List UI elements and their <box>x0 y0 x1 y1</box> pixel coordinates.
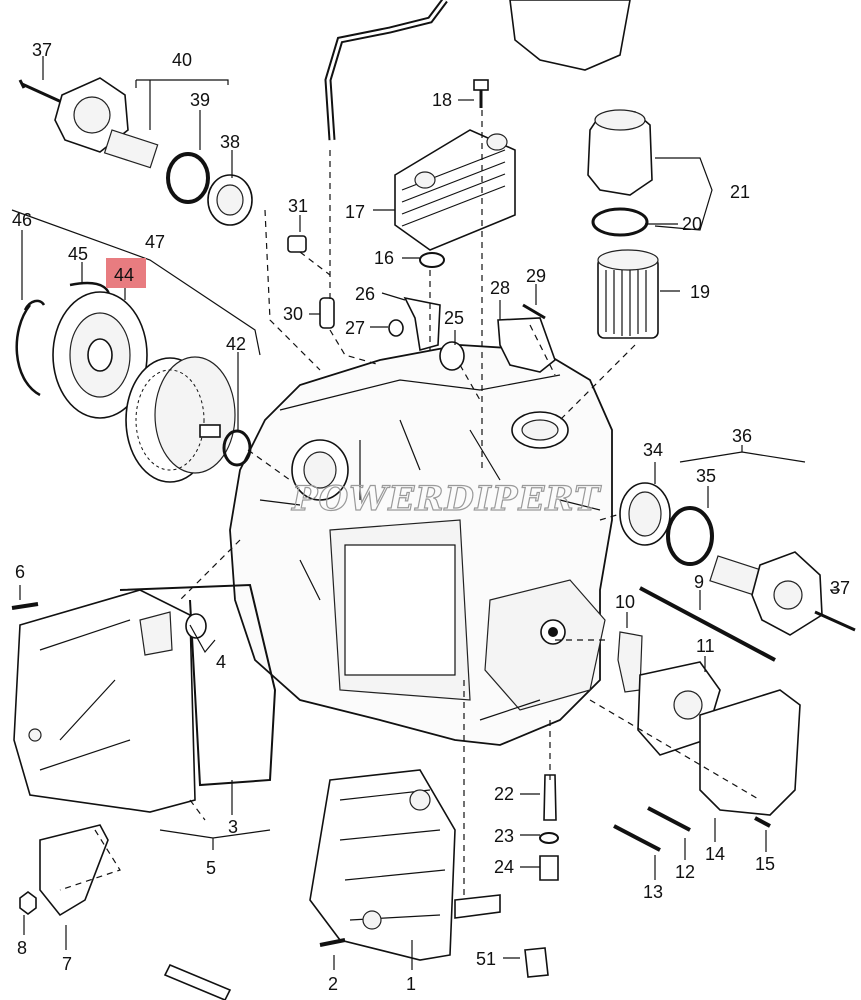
label-29: 29 <box>526 266 546 286</box>
label-5: 5 <box>206 858 216 878</box>
label-39: 39 <box>190 90 210 110</box>
highlight-box-44 <box>106 258 146 288</box>
label-12: 12 <box>675 862 695 882</box>
seal-42 <box>222 429 252 467</box>
label-36: 36 <box>732 426 752 446</box>
label-23: 23 <box>494 826 514 846</box>
fluid-reservoir <box>509 0 631 71</box>
label-4: 4 <box>216 652 226 672</box>
label-2: 2 <box>328 974 338 994</box>
plug-31 <box>287 235 307 253</box>
label-31: 31 <box>288 196 308 216</box>
leader-lines <box>11 56 840 970</box>
drive-flange-40 <box>54 77 159 169</box>
o-ring-39 <box>166 152 210 204</box>
label-7: 7 <box>62 954 72 974</box>
washer-27 <box>388 319 404 337</box>
bracket-28 <box>497 317 556 373</box>
oil-filter-19 <box>597 249 659 339</box>
label-37-top: 37 <box>32 40 52 60</box>
label-51: 51 <box>476 949 496 969</box>
dipstick-22 <box>543 774 557 821</box>
label-46: 46 <box>12 210 32 230</box>
label-19: 19 <box>690 282 710 302</box>
seal-25 <box>439 341 465 371</box>
label-35: 35 <box>696 466 716 486</box>
gasket-10 <box>617 631 643 693</box>
label-20: 20 <box>682 214 702 234</box>
valve-body-1 <box>309 769 501 961</box>
bolt-6 <box>11 602 39 610</box>
label-17: 17 <box>345 202 365 222</box>
label-1: 1 <box>406 974 416 994</box>
oil-pan <box>13 589 196 813</box>
tube-bottom <box>163 963 232 1000</box>
bolt-12 <box>647 806 691 832</box>
bracket-7 <box>39 824 109 917</box>
label-21: 21 <box>730 182 750 202</box>
label-27: 27 <box>345 318 365 338</box>
label-15: 15 <box>755 854 775 874</box>
oil-cooler-17 <box>394 129 516 251</box>
label-25: 25 <box>444 308 464 328</box>
clutch-pack-47 <box>125 356 236 483</box>
label-47: 47 <box>145 232 165 252</box>
label-44: 44 <box>114 265 134 285</box>
seal-4 <box>185 613 207 639</box>
lever-26 <box>403 296 441 352</box>
label-11: 11 <box>696 636 715 656</box>
label-6: 6 <box>15 562 25 582</box>
clip-51 <box>524 947 549 978</box>
label-45: 45 <box>68 244 88 264</box>
rod-9 <box>639 586 776 662</box>
seal-34 <box>619 482 671 546</box>
label-40: 40 <box>172 50 192 70</box>
filter-housing-21 <box>587 109 653 196</box>
label-16: 16 <box>374 248 394 268</box>
bolt-15 <box>754 816 771 828</box>
label-22: 22 <box>494 784 514 804</box>
bolt-37-right <box>814 610 856 632</box>
pan-gasket-3 <box>119 583 277 787</box>
cover-14 <box>699 689 801 816</box>
bolt-29 <box>522 303 546 320</box>
o-ring-23 <box>539 832 559 844</box>
label-3: 3 <box>228 817 238 837</box>
clutch-disc-44 <box>52 291 148 419</box>
o-ring-35 <box>666 506 714 566</box>
label-42: 42 <box>226 334 246 354</box>
seal-38 <box>207 174 253 226</box>
label-9: 9 <box>694 572 704 592</box>
bolt-18 <box>473 79 489 108</box>
circlip-46 <box>15 299 46 397</box>
label-10: 10 <box>615 592 635 612</box>
part-labels: 37 40 39 38 31 46 45 47 44 42 18 17 16 2… <box>12 40 850 994</box>
label-13: 13 <box>643 882 663 902</box>
label-18: 18 <box>432 90 452 110</box>
label-37-right: 37 <box>830 578 850 598</box>
seal-16 <box>419 252 445 268</box>
drive-flange-36 <box>709 551 823 636</box>
label-28: 28 <box>490 278 510 298</box>
o-ring-20 <box>591 207 649 237</box>
label-26: 26 <box>355 284 375 304</box>
label-24: 24 <box>494 857 514 877</box>
label-34: 34 <box>643 440 663 460</box>
label-8: 8 <box>17 938 27 958</box>
bolt-37-top <box>18 79 67 106</box>
bolt-2 <box>319 938 346 947</box>
transmission-case <box>229 344 613 746</box>
label-14: 14 <box>705 844 725 864</box>
label-30: 30 <box>283 304 303 324</box>
watermark-text: POWERDIPERT <box>291 479 602 519</box>
plug-24 <box>539 855 559 881</box>
label-38: 38 <box>220 132 240 152</box>
sleeve-30 <box>319 297 335 329</box>
bolt-13 <box>613 824 661 852</box>
nut-8 <box>19 891 37 915</box>
